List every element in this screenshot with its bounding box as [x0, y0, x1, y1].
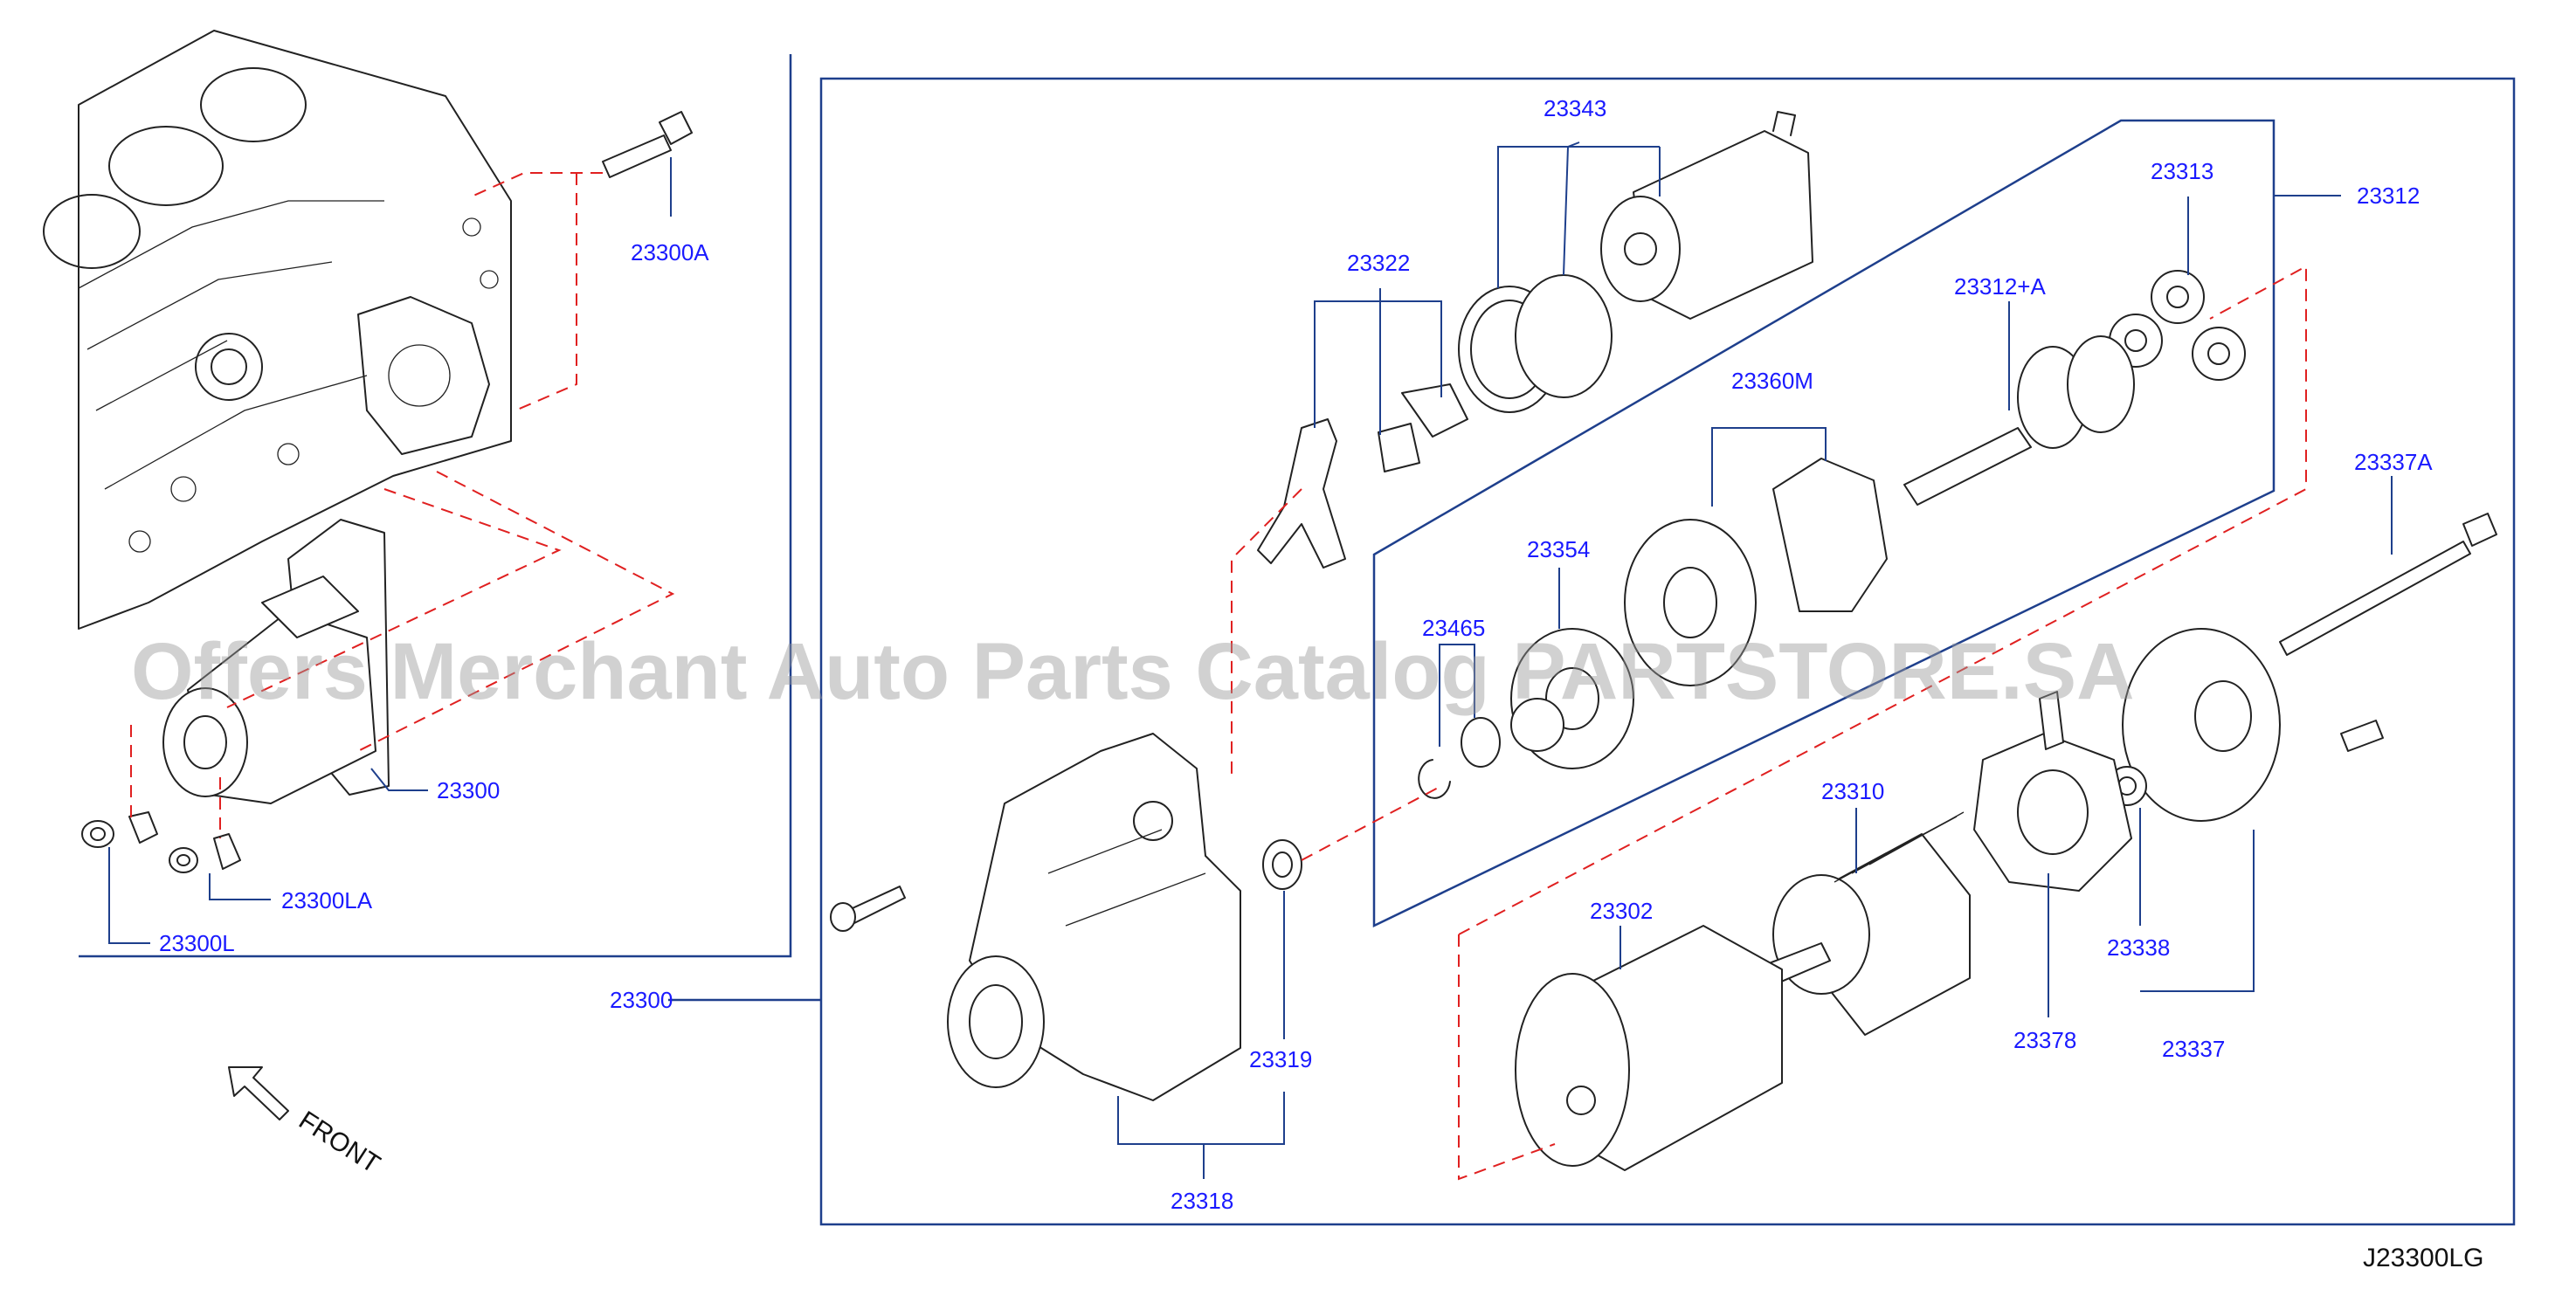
diagram-code: J23300LG [2363, 1244, 2483, 1272]
callout-23318: 23318 [1171, 1188, 1233, 1214]
callout-23300l: 23300L [159, 930, 235, 956]
internal-gear-illustration [1624, 458, 1888, 686]
callout-23313: 23313 [2151, 158, 2213, 184]
bushing-illustration [1262, 839, 1302, 890]
callout-23300: 23300 [437, 777, 500, 803]
callout-23319: 23319 [1249, 1046, 1312, 1072]
planetary-gears-illustration [2109, 270, 2246, 381]
nuts-washers-illustration [81, 811, 241, 873]
callout-23302: 23302 [1590, 898, 1653, 924]
part-callouts: 23300A 23300 23300LA 23300L 23300 23343 … [159, 95, 2433, 1214]
yoke-illustration [1515, 925, 1783, 1171]
armature-illustration [1764, 811, 1971, 1036]
through-bolt-illustration [2279, 513, 2497, 656]
leader-lines [108, 141, 2393, 1179]
callout-23465: 23465 [1422, 615, 1485, 641]
drive-housing-illustration [947, 733, 1241, 1101]
shaft-assembly-illustration [1903, 335, 2135, 506]
install-guides-right [1231, 265, 2307, 1181]
watermark-text: Offers Merchant Auto Parts Catalog PARTS… [131, 627, 2135, 716]
callout-23312a: 23312+A [1954, 273, 2046, 300]
front-label: FRONT [294, 1106, 385, 1179]
rear-cover-illustration [2107, 628, 2384, 822]
engine-block-illustration [43, 30, 512, 630]
callout-23337a: 23337A [2354, 449, 2433, 475]
bolt-23300a-illustration [602, 111, 693, 178]
callout-23300a: 23300A [631, 239, 709, 265]
callout-23312: 23312 [2357, 183, 2420, 209]
callout-23300-assembly: 23300 [610, 987, 673, 1013]
screw-illustration [830, 886, 906, 932]
front-arrow-icon [228, 1066, 289, 1120]
shift-lever-illustration [1257, 383, 1468, 569]
callout-23300la: 23300LA [281, 887, 373, 913]
callout-23337: 23337 [2162, 1036, 2225, 1062]
callout-23338: 23338 [2107, 934, 2170, 961]
diagram-frames [79, 54, 2516, 1226]
callout-23310: 23310 [1821, 778, 1884, 804]
callout-23343: 23343 [1544, 95, 1606, 121]
starter-installed-illustration [162, 519, 390, 804]
callout-23360m: 23360M [1731, 368, 1813, 394]
overrunning-clutch-illustration [1418, 628, 1634, 799]
callout-23354: 23354 [1527, 536, 1590, 562]
callout-23378: 23378 [2013, 1027, 2076, 1053]
callout-23322: 23322 [1347, 250, 1410, 276]
brush-holder-illustration [1973, 691, 2132, 892]
solenoid-illustration [1458, 111, 1813, 413]
install-guides-left [130, 172, 675, 838]
